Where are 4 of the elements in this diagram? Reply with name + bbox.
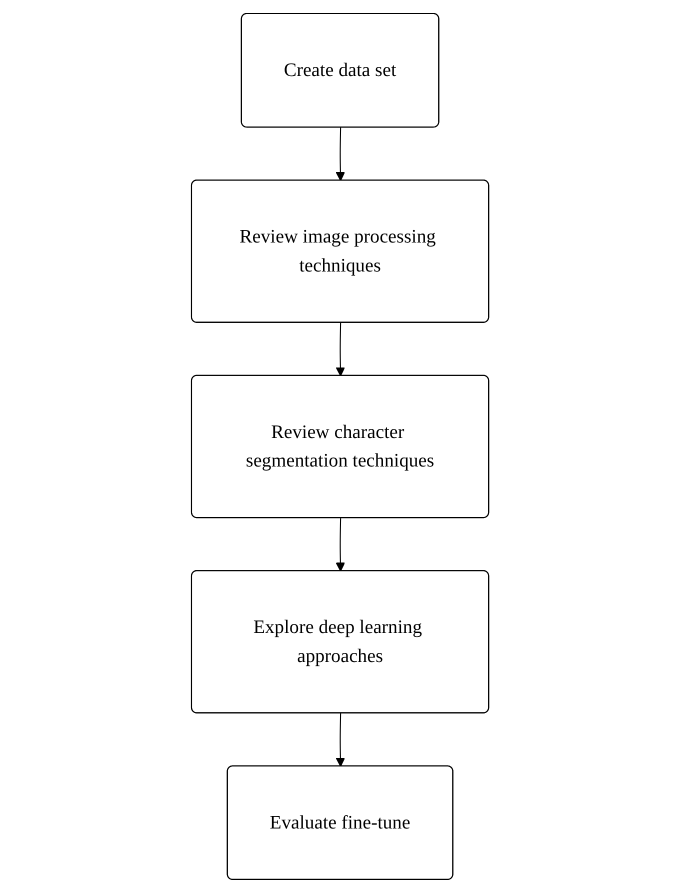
arrow <box>336 322 346 376</box>
arrow <box>336 518 346 572</box>
arrow <box>336 128 346 182</box>
arrow <box>336 713 346 767</box>
